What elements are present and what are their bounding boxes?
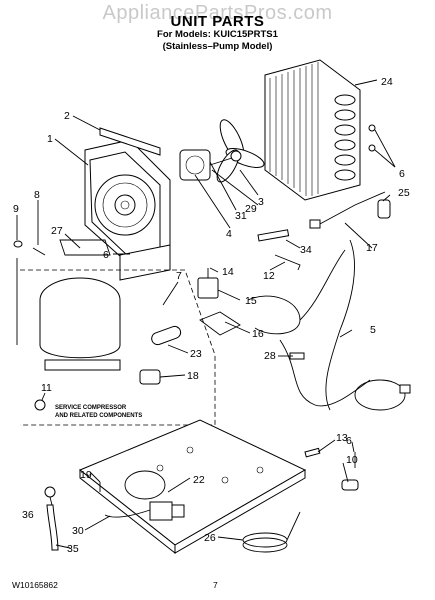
note-line-2: AND RELATED COMPONENTS xyxy=(55,413,142,419)
hose-nut xyxy=(44,486,56,498)
models-line: For Models: KUIC15PRTS1 xyxy=(157,29,278,40)
callout-34: 34 xyxy=(300,244,312,256)
condenser xyxy=(264,59,361,201)
cover-27 xyxy=(59,239,111,256)
compressor-group-outline xyxy=(20,269,216,426)
callout-1: 1 xyxy=(47,133,53,145)
callout-6c: 6 xyxy=(346,435,352,447)
callout-16: 16 xyxy=(252,328,264,340)
screw xyxy=(368,124,376,152)
callouts: 1 2 3 4 5 6 6 6 7 8 9 10 11 12 13 14 15 … xyxy=(13,76,410,555)
water-valve xyxy=(197,268,219,299)
drain-tube-coil xyxy=(242,511,301,553)
gasket-strip xyxy=(99,127,161,156)
page-number: 7 xyxy=(213,580,218,590)
screw-13 xyxy=(304,447,321,458)
variant-line: (Stainless–Pump Model) xyxy=(162,41,273,52)
callout-7: 7 xyxy=(176,270,182,282)
callout-22: 22 xyxy=(193,474,205,486)
callout-31: 31 xyxy=(235,210,247,222)
callout-19: 19 xyxy=(80,469,92,481)
callout-36: 36 xyxy=(22,509,34,521)
note-line-1: SERVICE COMPRESSOR xyxy=(55,405,127,411)
nut xyxy=(13,240,23,248)
callout-24: 24 xyxy=(381,76,393,88)
callout-8: 8 xyxy=(34,189,40,201)
evaporator-housing xyxy=(84,139,171,281)
callout-11: 11 xyxy=(41,382,52,394)
callout-6b: 6 xyxy=(399,168,405,180)
callout-17: 17 xyxy=(366,242,378,254)
drain-pump xyxy=(124,470,185,521)
leader-lines xyxy=(16,79,396,549)
drain-hose xyxy=(46,504,151,551)
callout-23: 23 xyxy=(190,348,202,360)
callout-28: 28 xyxy=(264,350,276,362)
callout-12: 12 xyxy=(263,270,275,282)
compressor xyxy=(39,277,121,371)
callout-4: 4 xyxy=(226,228,232,240)
fan-motor xyxy=(179,149,233,181)
grommet xyxy=(34,399,46,411)
capacitor xyxy=(151,325,182,346)
heater-part xyxy=(257,229,290,242)
callout-5: 5 xyxy=(370,324,376,336)
callout-2: 2 xyxy=(64,110,70,122)
callout-13: 13 xyxy=(336,432,348,444)
overload-relay xyxy=(139,369,161,385)
power-cord xyxy=(279,339,411,411)
harness-15 xyxy=(247,239,355,411)
fan-blade xyxy=(216,119,265,183)
callout-6a: 6 xyxy=(103,249,109,261)
callout-25: 25 xyxy=(398,187,410,199)
callout-35: 35 xyxy=(67,543,79,555)
callout-27: 27 xyxy=(51,225,63,237)
callout-29: 29 xyxy=(245,203,257,215)
callout-30: 30 xyxy=(72,525,84,537)
callout-3: 3 xyxy=(258,196,264,208)
wrench-key xyxy=(274,254,301,271)
callout-26: 26 xyxy=(204,532,216,544)
bracket-16 xyxy=(199,311,241,336)
leveling-leg xyxy=(341,452,359,491)
doc-number: W10165862 xyxy=(12,580,58,590)
wire-harness-17 xyxy=(309,191,386,229)
callout-10: 10 xyxy=(346,454,358,466)
callout-18: 18 xyxy=(187,370,199,382)
callout-14: 14 xyxy=(222,266,234,278)
clip-8 xyxy=(32,247,46,256)
callout-15: 15 xyxy=(245,295,257,307)
page-title: UNIT PARTS xyxy=(170,13,265,30)
filter-drier xyxy=(377,199,391,219)
callout-9: 9 xyxy=(13,203,19,215)
watermark: AppliancePartsPros.com xyxy=(102,2,333,24)
